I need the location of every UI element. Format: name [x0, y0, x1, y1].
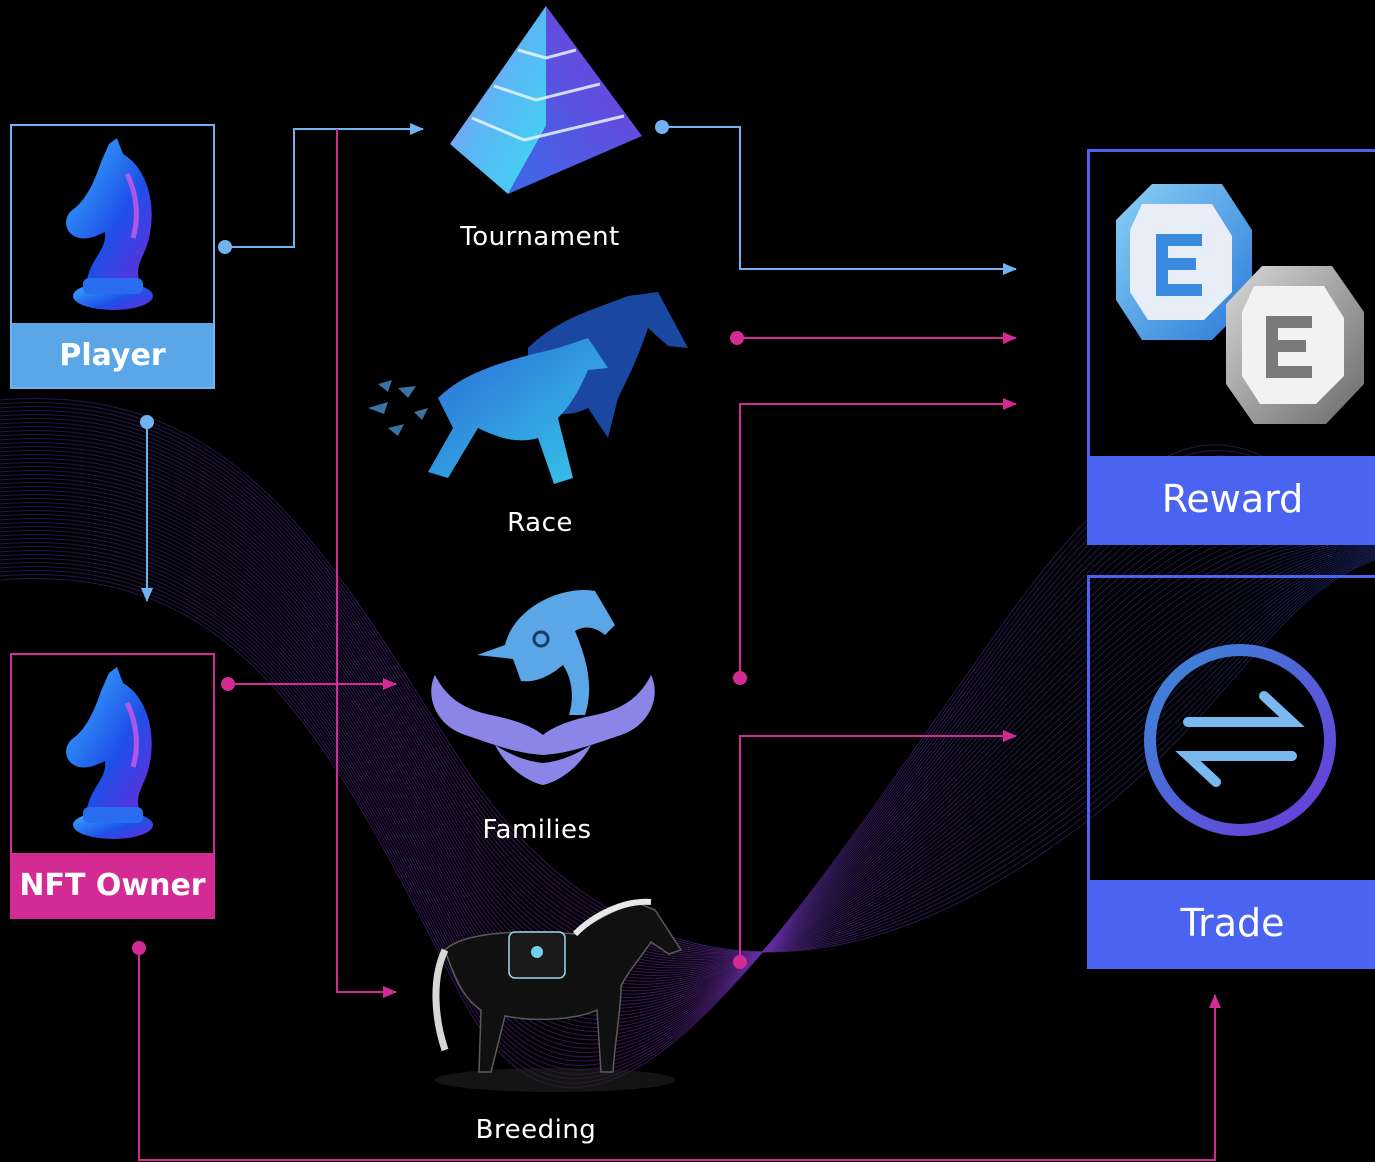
nft-owner-to-trade-connector — [138, 948, 1221, 1161]
player-label: Player — [12, 323, 213, 387]
breeding-branch-connector — [336, 129, 397, 998]
families-label: Families — [482, 815, 592, 845]
token-coins-icon — [1116, 184, 1364, 424]
knight-chess-piece-icon — [66, 138, 153, 310]
nft-owner-label: NFT Owner — [12, 853, 213, 917]
player-to-tournament-connector — [225, 123, 424, 248]
tournament-to-reward-connector — [662, 126, 1017, 275]
nft-owner-card[interactable]: NFT Owner — [10, 653, 215, 919]
player-card[interactable]: Player — [10, 124, 215, 389]
tournament-label: Tournament — [460, 222, 620, 252]
pyramid-icon — [450, 6, 642, 194]
trade-card[interactable]: Trade — [1087, 575, 1375, 969]
breeding-label: Breeding — [475, 1115, 597, 1145]
race-label: Race — [507, 508, 573, 538]
galloping-horses-icon — [368, 292, 688, 484]
trade-label: Trade — [1090, 880, 1375, 966]
reward-label: Reward — [1090, 456, 1375, 542]
black-horse-icon — [432, 898, 683, 1092]
families-to-reward-connector — [739, 398, 1017, 678]
breeding-to-trade-connector — [739, 730, 1017, 962]
knight-chess-piece-icon — [66, 667, 153, 839]
exchange-arrows-icon — [1144, 644, 1336, 836]
reward-card[interactable]: Reward — [1087, 149, 1375, 545]
horse-crest-icon — [431, 589, 655, 785]
